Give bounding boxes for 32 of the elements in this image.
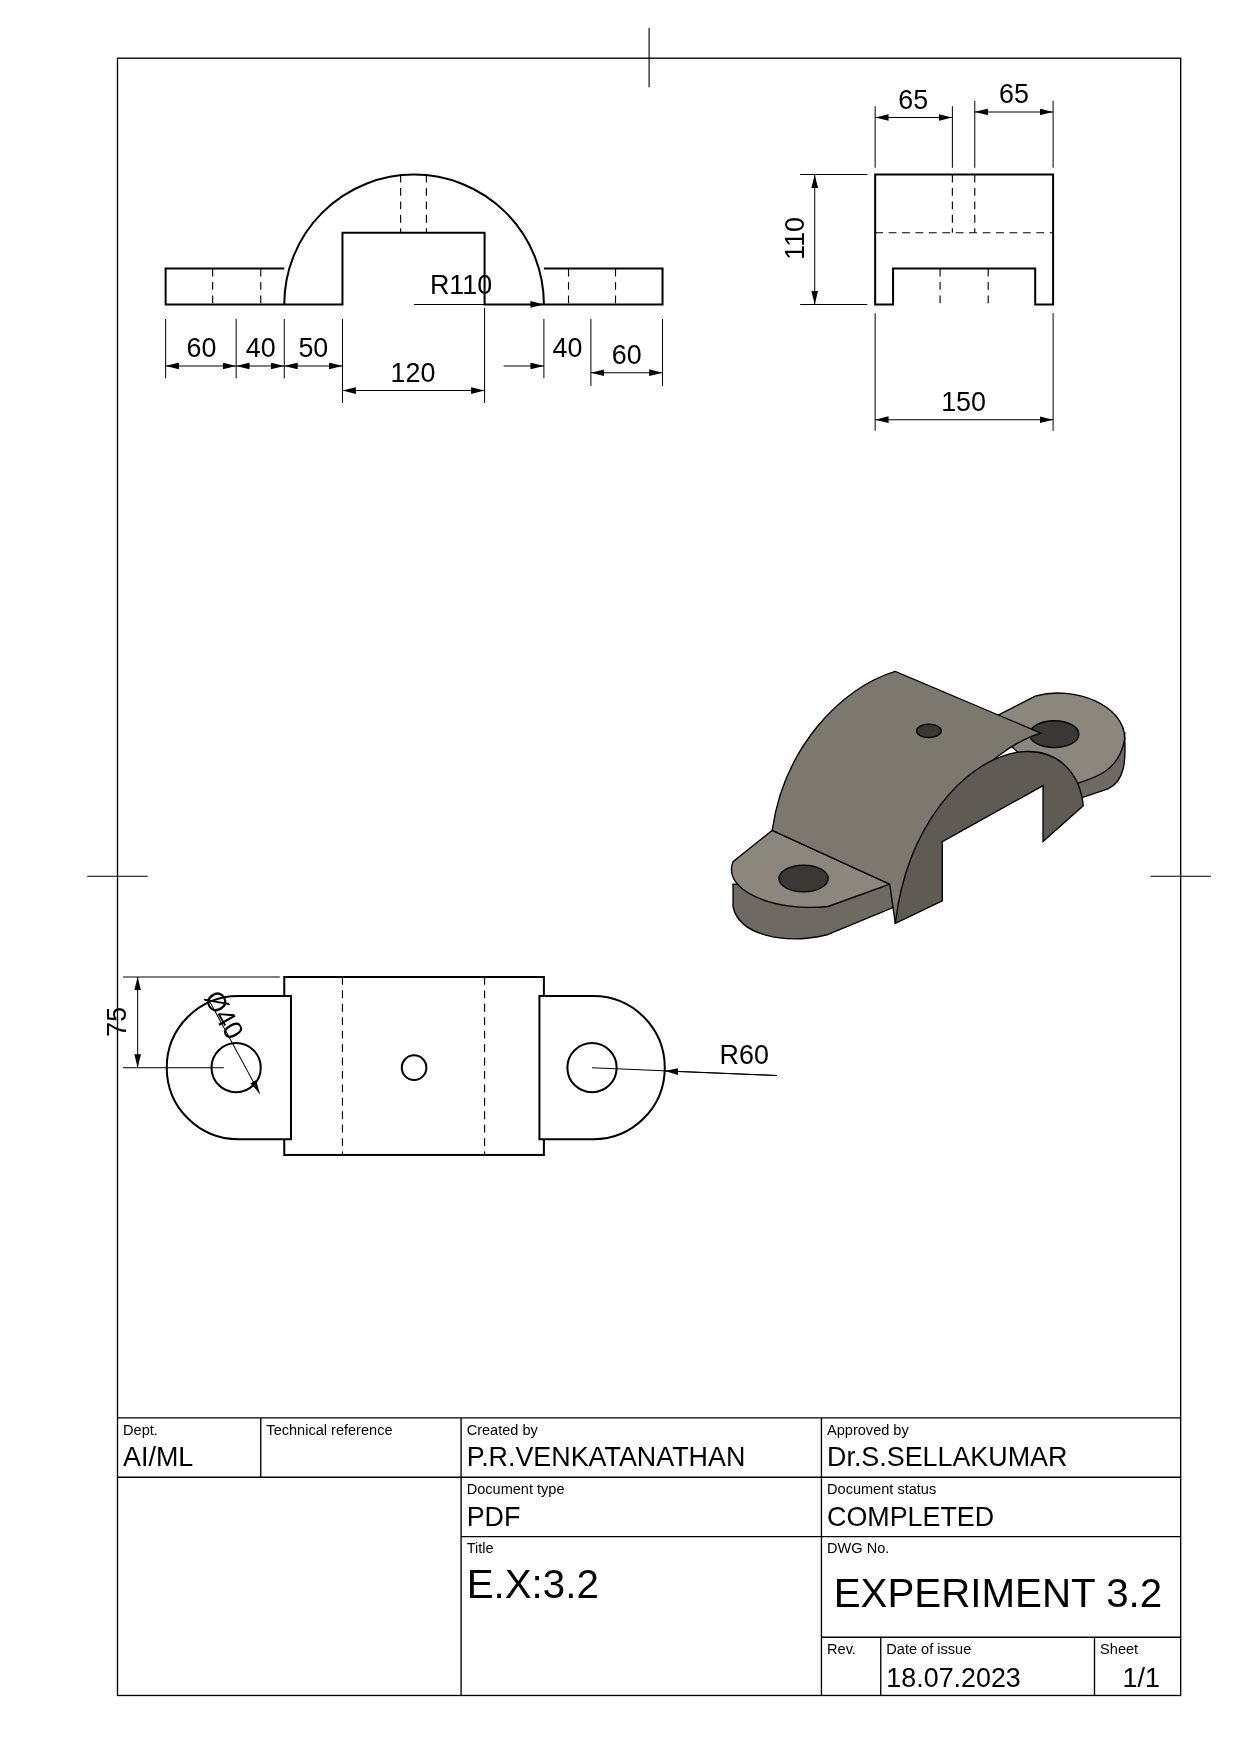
field-value: P.R.VENKATANATHAN	[466, 1443, 746, 1471]
title-text: E.X:3.2	[466, 1564, 599, 1605]
field-label: Rev.	[827, 1641, 856, 1657]
field-label: Document type	[466, 1481, 565, 1497]
field-value: AI/ML	[123, 1443, 194, 1471]
drawing-number: EXPERIMENT 3.2	[833, 1573, 1163, 1614]
field-value: PDF	[466, 1504, 521, 1531]
field-label: Document status	[827, 1481, 937, 1497]
field-label: Approved by	[827, 1422, 909, 1437]
dimension-text: 40	[245, 334, 276, 362]
dimension-text: 65	[999, 80, 1029, 108]
dimension-text: 110	[781, 216, 808, 260]
dimension-text: 120	[390, 359, 436, 387]
dimension-text: 40	[552, 334, 583, 362]
dimension-text: 50	[298, 334, 329, 362]
field-value: Dr.S.SELLAKUMAR	[827, 1443, 1068, 1471]
field-value: 18.07.2023	[886, 1664, 1021, 1691]
field-value: COMPLETED	[827, 1504, 995, 1531]
dimension-text: 75	[104, 1006, 131, 1037]
field-label: Dept.	[123, 1422, 158, 1437]
field-value: 1/1	[1122, 1664, 1160, 1691]
field-label: Created by	[466, 1422, 538, 1437]
field-label: Title	[466, 1541, 494, 1556]
dimension-text: 65	[898, 86, 929, 114]
field-label: Sheet	[1100, 1641, 1139, 1657]
dimension-text: 60	[611, 341, 642, 369]
dimension-text: R60	[719, 1041, 769, 1069]
dimension-text: 150	[941, 388, 986, 416]
field-label: DWG No.	[827, 1541, 890, 1556]
dimension-text: 60	[186, 334, 217, 362]
field-label: Technical reference	[266, 1422, 393, 1437]
field-label: Date of issue	[886, 1641, 972, 1657]
